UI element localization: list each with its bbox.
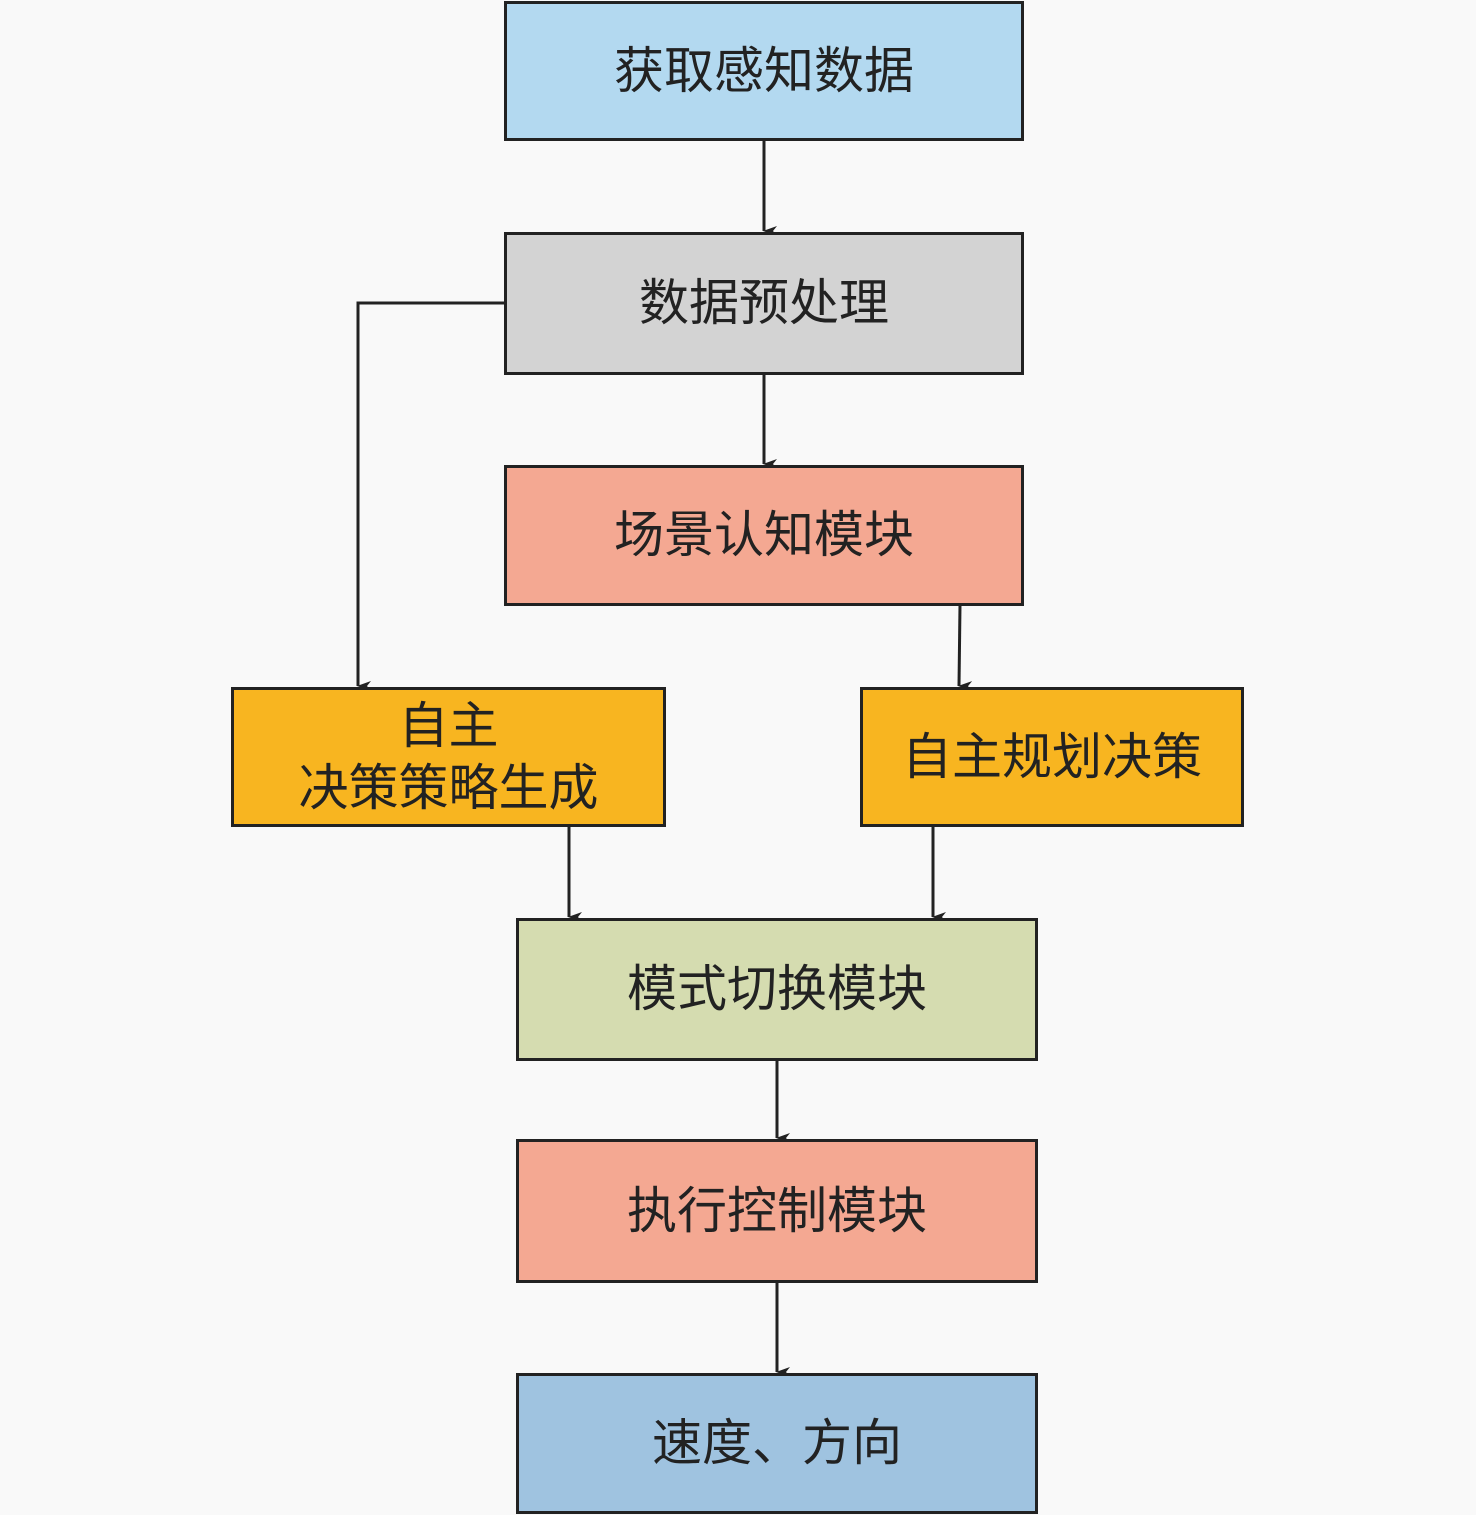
node-label: 场景认知模块 [614, 506, 914, 565]
node-label: 速度、方向 [652, 1414, 902, 1473]
node-label: 获取感知数据 [614, 41, 914, 100]
node-label: 模式切换模块 [627, 960, 927, 1019]
arrow-preprocess-to-strategy [356, 301, 505, 691]
node-label: 执行控制模块 [627, 1181, 927, 1240]
node-output: 速度、方向 [516, 1373, 1038, 1514]
node-label: 自主规划决策 [902, 727, 1202, 786]
node-scene-cognition: 场景认知模块 [504, 465, 1024, 606]
node-label-line2: 决策策略生成 [298, 759, 599, 817]
node-mode-switch: 模式切换模块 [516, 918, 1038, 1061]
node-label-line1: 自主 [398, 696, 499, 755]
node-preprocess: 数据预处理 [504, 232, 1024, 375]
node-planning-decision: 自主规划决策 [860, 687, 1244, 827]
node-acquire-data: 获取感知数据 [504, 1, 1024, 141]
node-strategy-generation: 自主 决策策略生成 [231, 687, 666, 827]
arrow-scene-to-planning [957, 604, 973, 692]
node-label: 数据预处理 [639, 274, 889, 333]
node-execution-control: 执行控制模块 [516, 1139, 1038, 1283]
